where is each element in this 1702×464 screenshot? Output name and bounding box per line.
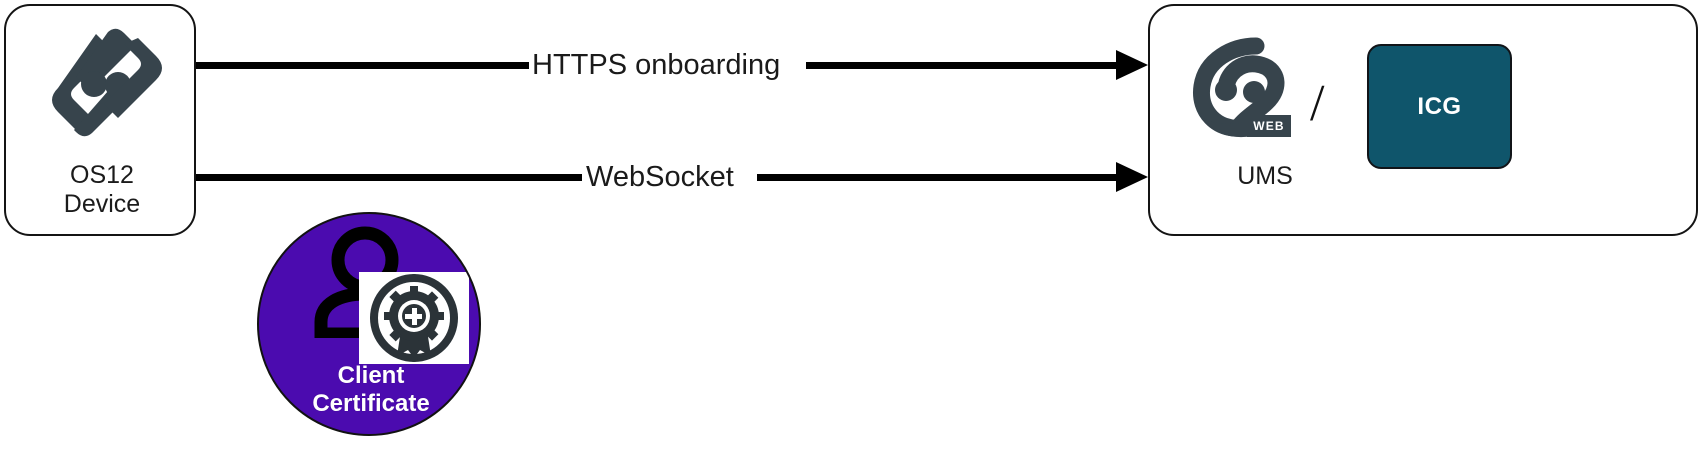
connector-websocket-line-right (757, 174, 1131, 181)
certificate-medal-icon (370, 274, 458, 362)
connector-websocket-label: WebSocket (583, 160, 737, 194)
os12-label-line2: Device (63, 190, 141, 218)
connector-websocket-arrowhead-icon (1116, 162, 1148, 192)
client-certificate-label-line1: Client (337, 362, 405, 389)
ums-brand-logo-icon (1193, 37, 1285, 138)
os12-brand-logo-icon (52, 28, 162, 137)
node-ums-label: UMS (1237, 162, 1293, 190)
connector-https-line-left (196, 62, 532, 69)
ums-web-badge-label: WEB (1253, 119, 1285, 133)
connector-https-arrowhead-icon (1116, 50, 1148, 80)
connector-websocket-line-left (196, 174, 582, 181)
ums-web-badge: WEB (1247, 115, 1291, 137)
icg-chip[interactable]: ICG (1367, 44, 1512, 169)
os12-label-line1: OS12 (70, 161, 134, 189)
icg-chip-label: ICG (1417, 92, 1462, 120)
connector-https-line-right (806, 62, 1131, 69)
client-certificate-label-line2: Certificate (312, 390, 430, 417)
client-certificate-badge[interactable]: Client Certificate (257, 212, 481, 436)
ums-icg-separator: / (1310, 75, 1325, 132)
connector-https-label: HTTPS onboarding (529, 48, 784, 82)
